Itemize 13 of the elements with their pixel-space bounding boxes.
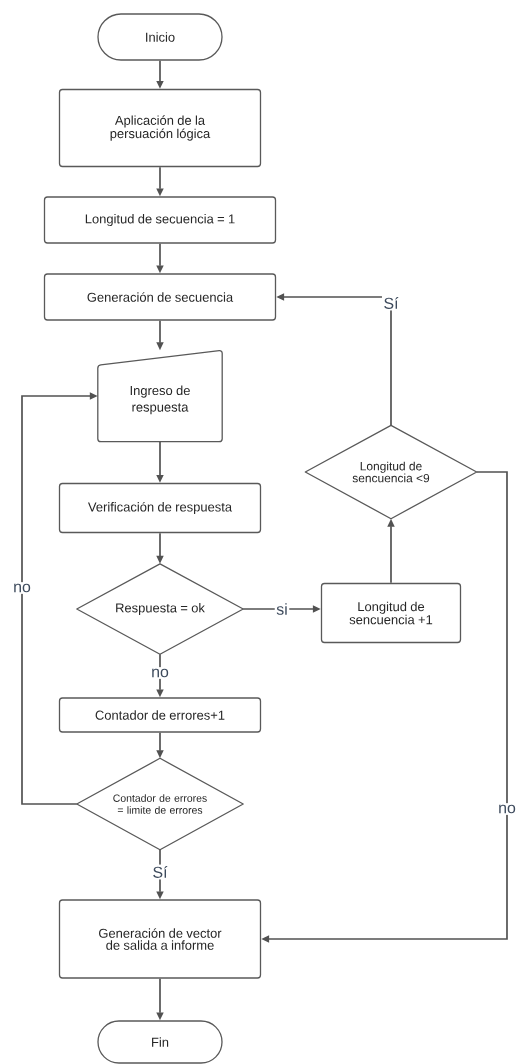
- process-box: Longitud de sencuencia +1: [320, 582, 462, 644]
- process-box: Longitud de secuencia = 1: [43, 196, 277, 244]
- edge-label: no: [496, 803, 518, 815]
- process-box: Contador de errores+1: [58, 697, 262, 733]
- process-box: Generación de vector de salida a informe: [58, 899, 262, 979]
- edge-label: Sí: [381, 295, 401, 311]
- process-box: Generación de secuencia: [43, 273, 277, 321]
- edge-label: no: [11, 582, 33, 594]
- process-box: Verificación de respuesta: [58, 482, 262, 534]
- edge-label: si: [274, 601, 290, 617]
- edge-label: Sí: [150, 864, 170, 880]
- edge-label: no: [149, 667, 171, 679]
- process-box: Aplicación de la persuación lógica: [58, 88, 262, 168]
